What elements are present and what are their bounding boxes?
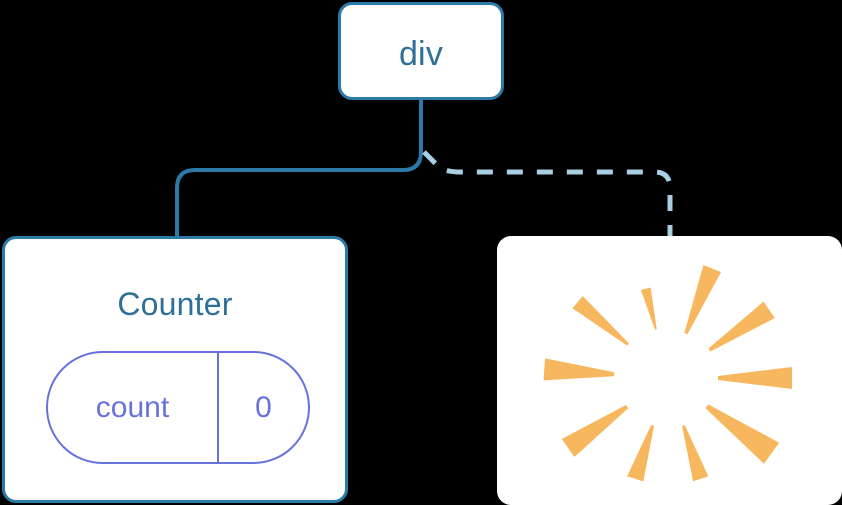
node-counter-label: Counter [117,286,233,322]
prop-value: 0 [255,390,272,424]
sparkle-ray-6 [627,425,654,482]
sparkle-ray-3 [572,296,630,346]
sparkle-ray-5 [561,405,629,457]
sparkle-ray-8 [705,404,780,464]
sparkle-ray-10 [708,301,775,352]
prop-key: count [48,353,219,462]
prop-pill-count[interactable]: count 0 [46,351,310,464]
sparkle-ray-7 [682,425,709,482]
sparkle-ray-4 [543,358,615,381]
sparkle-ray-9 [718,367,792,389]
node-div-label: div [398,35,444,73]
sparkle-ray-2 [640,287,657,330]
node-div[interactable]: div [338,2,504,100]
sparkle-ray-1 [684,265,722,335]
edge-div-to-counter [175,98,423,240]
